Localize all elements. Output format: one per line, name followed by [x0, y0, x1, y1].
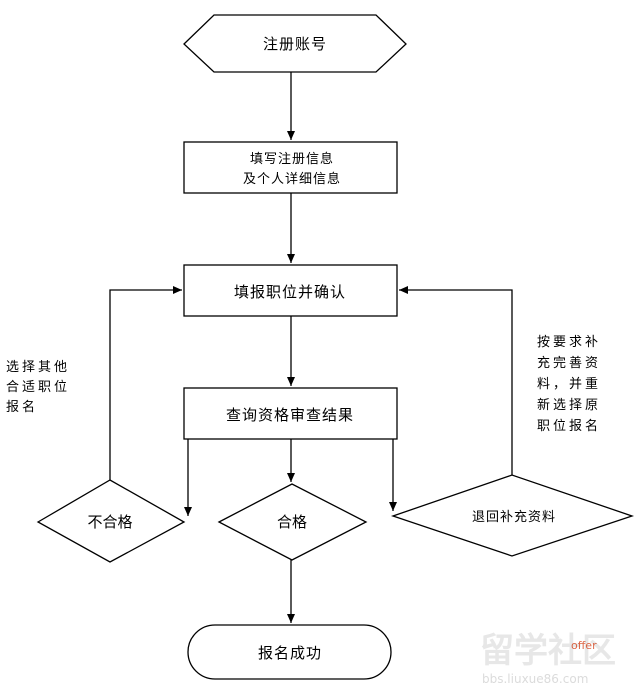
success-label: 报名成功: [258, 644, 322, 662]
watermark-domain: bbs.liuxue86.com: [482, 672, 588, 686]
watermark: 留学社区 bbs.liuxue86.com: [480, 631, 616, 686]
register-label: 注册账号: [263, 35, 327, 53]
fail-diamond: [36, 479, 186, 563]
fill-info-box: [183, 141, 398, 194]
right-annotation-line-5: 职位报名: [537, 418, 601, 434]
left-annotation-line-2: 合适职位: [6, 380, 70, 395]
left-annotation-line-3: 报名: [6, 399, 38, 415]
supplement-diamond: [390, 474, 635, 557]
fill-info-label-1: 填写注册信息: [250, 151, 334, 167]
right-annotation-line-2: 充完善资: [537, 355, 601, 371]
success-terminator: [187, 624, 392, 680]
right-annotation-line-3: 料，并重: [537, 376, 601, 392]
fill-info-label-2: 及个人详细信息: [243, 171, 341, 187]
watermark-offer: offer: [571, 639, 597, 652]
register-hexagon: [183, 14, 407, 73]
arrow-fail-back-to-position: [109, 286, 182, 480]
right-annotation-line-4: 新选择原: [537, 397, 601, 413]
query-result-box: [183, 387, 398, 440]
pass-diamond: [217, 483, 368, 561]
supplement-label: 退回补充资料: [472, 509, 556, 525]
left-annotation-line-1: 选择其他: [6, 360, 70, 375]
right-annotation-line-1: 按要求补: [537, 335, 601, 350]
fill-position-label: 填报职位并确认: [234, 283, 346, 301]
arrow-supplement-back-to-position: [399, 286, 513, 475]
fail-label: 不合格: [87, 513, 132, 531]
watermark-brand: 留学社区: [480, 631, 616, 671]
pass-label: 合格: [277, 513, 307, 531]
query-result-label: 查询资格审查结果: [226, 406, 354, 424]
